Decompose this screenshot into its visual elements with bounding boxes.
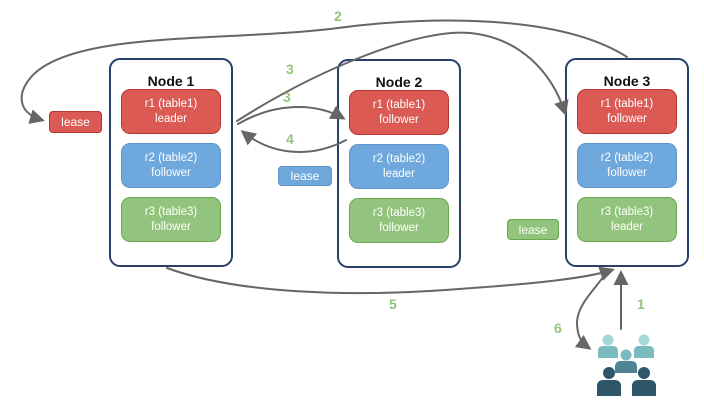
replica-name: r2 (table2)	[600, 151, 654, 164]
step-label-6: 6	[554, 320, 562, 336]
node2-replica-r1: r1 (table1) follower	[349, 90, 449, 135]
node1-replica-r2: r2 (table2) follower	[121, 143, 221, 188]
lease-badge-table2: lease	[278, 166, 332, 186]
replica-role: leader	[155, 112, 187, 125]
node3-replica-r1: r1 (table1) follower	[577, 89, 677, 134]
node-1-title: Node 1	[147, 73, 195, 89]
node2-replica-r3: r3 (table3) follower	[349, 198, 449, 243]
replica-role: leader	[383, 167, 415, 180]
node-3-title: Node 3	[603, 73, 651, 89]
replica-role: follower	[607, 166, 647, 179]
replica-role: follower	[379, 221, 419, 234]
replica-role: follower	[151, 220, 191, 233]
replica-name: r2 (table2)	[144, 151, 198, 164]
node3-replica-r2: r2 (table2) follower	[577, 143, 677, 188]
step-label-3b: 3	[283, 89, 291, 105]
replica-name: r3 (table3)	[144, 205, 198, 218]
node1-replica-r1: r1 (table1) leader	[121, 89, 221, 134]
node2-replica-r2: r2 (table2) leader	[349, 144, 449, 189]
lease-badge-table1: lease	[49, 111, 102, 133]
replica-name: r3 (table3)	[600, 205, 654, 218]
node1-replica-r3: r3 (table3) follower	[121, 197, 221, 242]
node-2: Node 2 r1 (table1) follower r2 (table2) …	[337, 59, 461, 268]
node-2-title: Node 2	[375, 74, 423, 90]
node-1: Node 1 r1 (table1) leader r2 (table2) fo…	[109, 58, 233, 267]
replica-role: follower	[379, 113, 419, 126]
step-label-3a: 3	[286, 61, 294, 77]
node-3: Node 3 r1 (table1) follower r2 (table2) …	[565, 58, 689, 267]
replica-role: leader	[611, 220, 643, 233]
replica-name: r1 (table1)	[372, 98, 426, 111]
step-label-4: 4	[286, 131, 294, 147]
replica-name: r1 (table1)	[600, 97, 654, 110]
arrow-step5-node1-to-node3	[166, 266, 615, 295]
step-label-5: 5	[389, 296, 397, 312]
arrow-step4-node2-to-leader	[240, 130, 347, 153]
replica-name: r2 (table2)	[372, 152, 426, 165]
node3-replica-r3: r3 (table3) leader	[577, 197, 677, 242]
step-label-2: 2	[334, 8, 342, 24]
replica-name: r3 (table3)	[372, 206, 426, 219]
replica-name: r1 (table1)	[144, 97, 198, 110]
lease-badge-table3: lease	[507, 219, 559, 240]
step-label-1: 1	[637, 296, 645, 312]
replica-role: follower	[151, 166, 191, 179]
arrow-step3-leader-to-node2	[237, 105, 346, 125]
replica-role: follower	[607, 112, 647, 125]
users-icon	[597, 334, 656, 396]
